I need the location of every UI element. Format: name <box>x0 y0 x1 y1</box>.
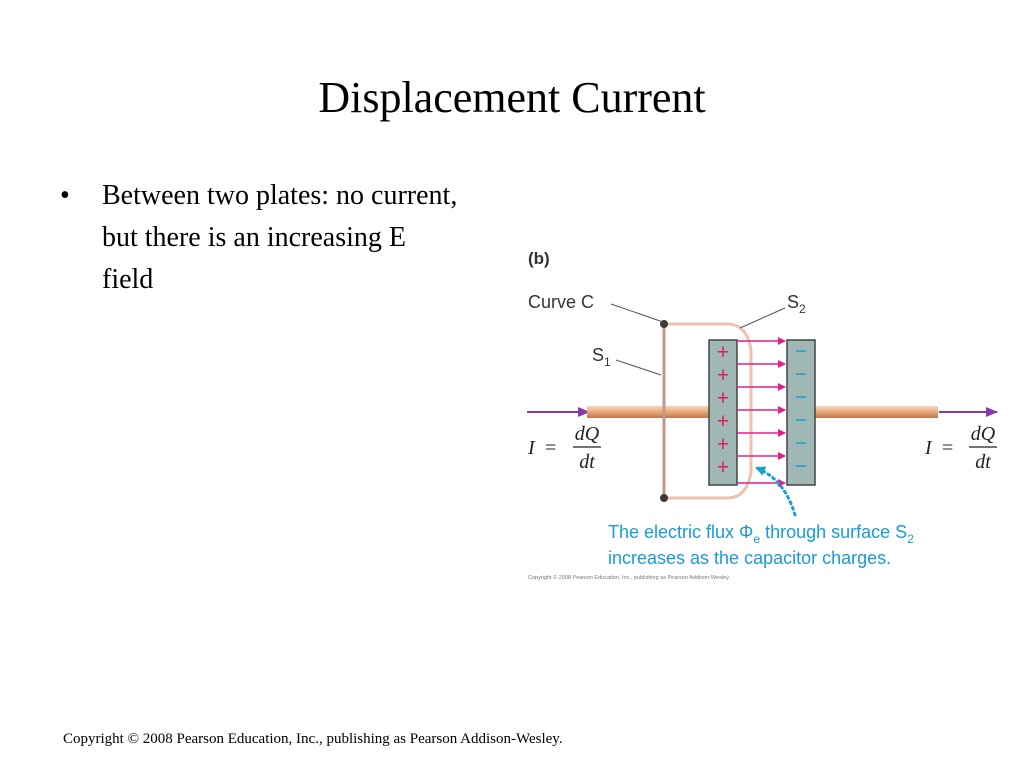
svg-text:=: = <box>545 437 556 459</box>
minus-sign: − <box>795 386 807 409</box>
caption-line-1: The electric flux Φe through surface S2 <box>608 522 914 546</box>
panel-label: (b) <box>528 249 550 268</box>
minus-sign: − <box>795 340 807 363</box>
svg-text:I: I <box>527 437 536 459</box>
svg-text:I: I <box>924 437 933 459</box>
slide-title: Displacement Current <box>318 73 706 122</box>
curve-c-leader <box>610 303 664 323</box>
plus-sign: + <box>717 410 729 433</box>
left-wire <box>587 406 709 418</box>
bullet-marker: • <box>60 180 70 211</box>
minus-sign: − <box>795 455 807 478</box>
svg-text:dQ: dQ <box>971 423 996 445</box>
curve-c-label: Curve C <box>528 292 594 312</box>
right-wire <box>815 406 938 418</box>
current-out-formula: I = dQ dt <box>924 423 997 473</box>
caption-pointer-arrow <box>755 466 797 517</box>
bullet-item: • Between two plates: no current, but th… <box>60 175 460 301</box>
s1-label: S1 <box>592 345 611 369</box>
surface-s2 <box>664 322 753 500</box>
capacitor-diagram: (b) + + + + + + − − − − − <box>515 240 1010 590</box>
positive-plate <box>708 339 738 486</box>
curve-c-endpoint-bottom <box>660 494 668 502</box>
svg-text:dt: dt <box>579 451 595 473</box>
current-in-formula: I = dQ dt <box>527 423 601 473</box>
plus-sign: + <box>717 433 729 456</box>
svg-text:dt: dt <box>975 451 991 473</box>
minus-sign: − <box>795 363 807 386</box>
slide-footer: Copyright © 2008 Pearson Education, Inc.… <box>63 731 563 747</box>
s2-leader <box>739 307 786 329</box>
minus-sign: − <box>795 432 807 455</box>
s2-label: S2 <box>787 292 806 316</box>
bullet-list: • Between two plates: no current, but th… <box>60 175 460 301</box>
svg-text:dQ: dQ <box>575 423 600 445</box>
negative-plate <box>786 339 816 486</box>
svg-text:=: = <box>942 437 953 459</box>
bullet-text: Between two plates: no current, but ther… <box>102 180 458 295</box>
plus-sign: + <box>717 456 729 479</box>
minus-sign: − <box>795 409 807 432</box>
plus-sign: + <box>717 364 729 387</box>
s1-leader <box>615 359 662 376</box>
figure-credit: Copyright © 2008 Pearson Education, Inc.… <box>528 574 730 581</box>
plus-sign: + <box>717 341 729 364</box>
caption-line-2: increases as the capacitor charges. <box>608 548 891 568</box>
plus-sign: + <box>717 387 729 410</box>
